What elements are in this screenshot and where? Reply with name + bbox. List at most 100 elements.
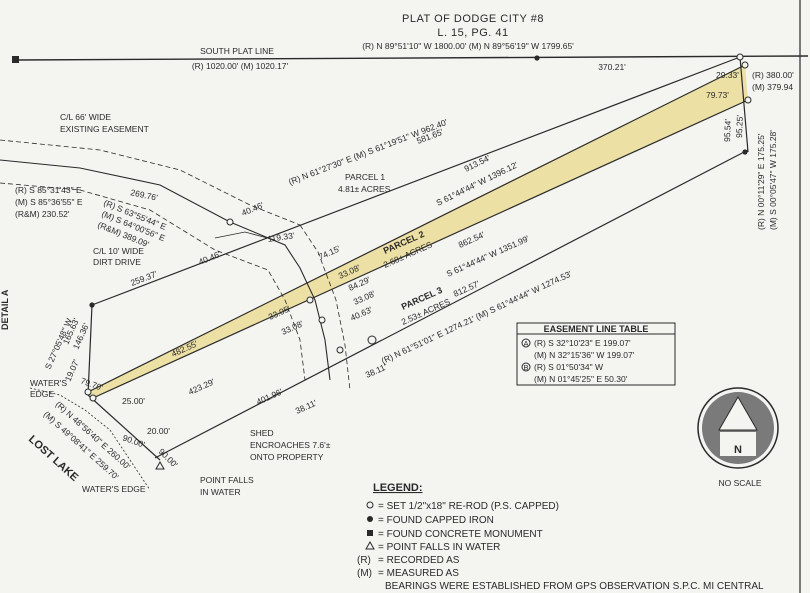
point-falls-label-2: IN WATER [200, 487, 241, 497]
shed-label-2: ENCROACHES 7.6'± [250, 440, 331, 450]
marker-b-icon [521, 362, 531, 372]
easement-seg-a: 269.76' [130, 187, 159, 203]
parcel-1-seg-913: 913.54' [462, 153, 492, 174]
set-rod [318, 316, 326, 324]
waters-edge-label-3: WATER'S EDGE [82, 484, 146, 494]
plat-bearing: (R) N 89°51'10" W 1800.00' (M) N 89°56'1… [362, 41, 574, 51]
west-d5: 25.00' [122, 396, 145, 406]
easement-row-b-m: (M) N 01°45'25" E 50.30' [534, 374, 628, 384]
parcel-3-south-line [154, 149, 749, 459]
marker-a-icon [521, 338, 531, 348]
set-rod [226, 218, 234, 226]
marker-b-letter: B [523, 363, 528, 372]
east-d1: 29.33' [716, 70, 739, 80]
plat-book: L. 15, PG. 41 [437, 27, 508, 39]
parcel-3-d6: 38.11' [294, 397, 319, 415]
parcel-1-name: PARCEL 1 [345, 172, 385, 182]
legend-found-iron-icon [367, 516, 373, 522]
dirt-drive-label-1: C/L 10' WIDE [93, 246, 144, 256]
set-rod [744, 96, 752, 104]
legend-set-rod-icon [366, 501, 374, 509]
east-r-dist: (R) 380.00' [752, 70, 794, 80]
easement-rm-dist: (R&M) 230.52' [15, 209, 70, 219]
parcel-3-d3: 423.29' [187, 376, 217, 397]
set-rod [89, 394, 97, 402]
north-letter: N [734, 444, 742, 456]
found-iron [89, 302, 95, 308]
easement-seg-b: 40.46' [240, 200, 265, 218]
easement-centerline [0, 159, 331, 381]
south-plat-line-dist: (R) 1020.00' (M) 1020.17' [192, 61, 289, 71]
easement-table: EASEMENT LINE TABLE A (R) S 32°10'23" E … [516, 322, 676, 386]
legend-item-2: = FOUND CAPPED IRON [378, 515, 494, 526]
lake-line [87, 394, 161, 461]
legend-item-1: = SET 1/2"x18" RE-ROD (P.S. CAPPED) [378, 501, 559, 512]
point-in-water-icon [155, 460, 165, 470]
south-plat-line-label: SOUTH PLAT LINE [200, 46, 274, 56]
easement-row-a-m: (M) N 32°15'36" W 199.07' [534, 350, 635, 360]
east-line [739, 56, 749, 153]
legend-water-icon [365, 540, 375, 550]
easement-table-title: EASEMENT LINE TABLE [544, 324, 649, 334]
easement-seg-d: 119.33' [267, 230, 295, 244]
west-line [87, 304, 93, 396]
parcel-3-d2: 40.63' [349, 304, 374, 323]
east-r-bearing: (R) N 00°11'29" E 175.25' [756, 133, 766, 230]
waters-edge-label-1: WATER'S [30, 378, 67, 388]
north-arrow: N [697, 387, 779, 469]
concrete-monument [12, 56, 19, 63]
marker-a [367, 335, 377, 345]
east-d2: 79.73' [706, 90, 729, 100]
east-m-bearing: (M) S 00°05'47" W 175.28' [768, 130, 778, 230]
point-falls-label-1: POINT FALLS [200, 475, 254, 485]
easement-m-bearing: (M) S 85°36'55" E [15, 197, 83, 207]
parcel-2-d8: 33.08' [280, 318, 305, 337]
legend-note: BEARINGS WERE ESTABLISHED FROM GPS OBSER… [385, 581, 764, 592]
easement-row-b-r: (R) S 01°50'34" W [534, 362, 603, 372]
legend-r-def: = RECORDED AS [378, 555, 460, 566]
waters-edge-line [29, 387, 151, 491]
easement-seg-c: 40.46' [197, 249, 222, 267]
legend-r-code: (R) [357, 555, 371, 566]
legend-m-def: = MEASURED AS [378, 568, 459, 579]
parcel-1-area: 4.81± ACRES [338, 184, 391, 194]
parcel-2-fill [88, 65, 748, 398]
easement-edge-north [0, 139, 301, 226]
east-d3: 95.25' [734, 114, 745, 138]
shed-label-1: SHED [250, 428, 274, 438]
legend-title: LEGEND: [373, 482, 423, 494]
marker-a-letter: A [523, 339, 528, 348]
easement-label-1: C/L 66' WIDE [60, 112, 111, 122]
easement-r-bearing: (R) S 85°31'43" E [15, 185, 82, 195]
easement-label-2: EXISTING EASEMENT [60, 124, 149, 134]
legend-item-4: = POINT FALLS IN WATER [378, 542, 500, 553]
plat-title: PLAT OF DODGE CITY #8 [402, 13, 544, 25]
parcel-2-d5: 862.54' [457, 229, 487, 250]
easement-row-a-r: (R) S 32°10'23" E 199.07' [534, 338, 631, 348]
set-rod [736, 53, 744, 61]
parcel-2-d1: 74.15' [317, 243, 342, 262]
shed-label-3: ONTO PROPERTY [250, 452, 324, 462]
legend-monument-icon [367, 530, 373, 536]
south-plat-line-dist-east: 370.21' [598, 62, 626, 72]
easement-edge-east [299, 224, 351, 391]
no-scale-label: NO SCALE [719, 478, 762, 488]
parcel-2-d4: 33.08' [352, 288, 377, 307]
parcel-3-d4: 401.96' [255, 386, 285, 407]
parcel-2-south-line [92, 99, 749, 399]
west-d7: 20.00' [147, 426, 170, 436]
dirt-drive-line [214, 231, 276, 241]
found-iron [534, 55, 540, 61]
easement-edge-south [0, 182, 306, 381]
set-rod [336, 346, 344, 354]
set-rod [84, 388, 92, 396]
found-iron [742, 149, 748, 155]
parcel-1-north-line [91, 56, 741, 306]
parcel-1-south-line [87, 64, 746, 393]
set-rod [741, 61, 749, 69]
east-d4: 95.54' [722, 118, 733, 142]
east-m-dist: (M) 379.94 [752, 82, 793, 92]
south-plat-line [15, 55, 809, 61]
west-d6: 90.00' [121, 432, 146, 449]
